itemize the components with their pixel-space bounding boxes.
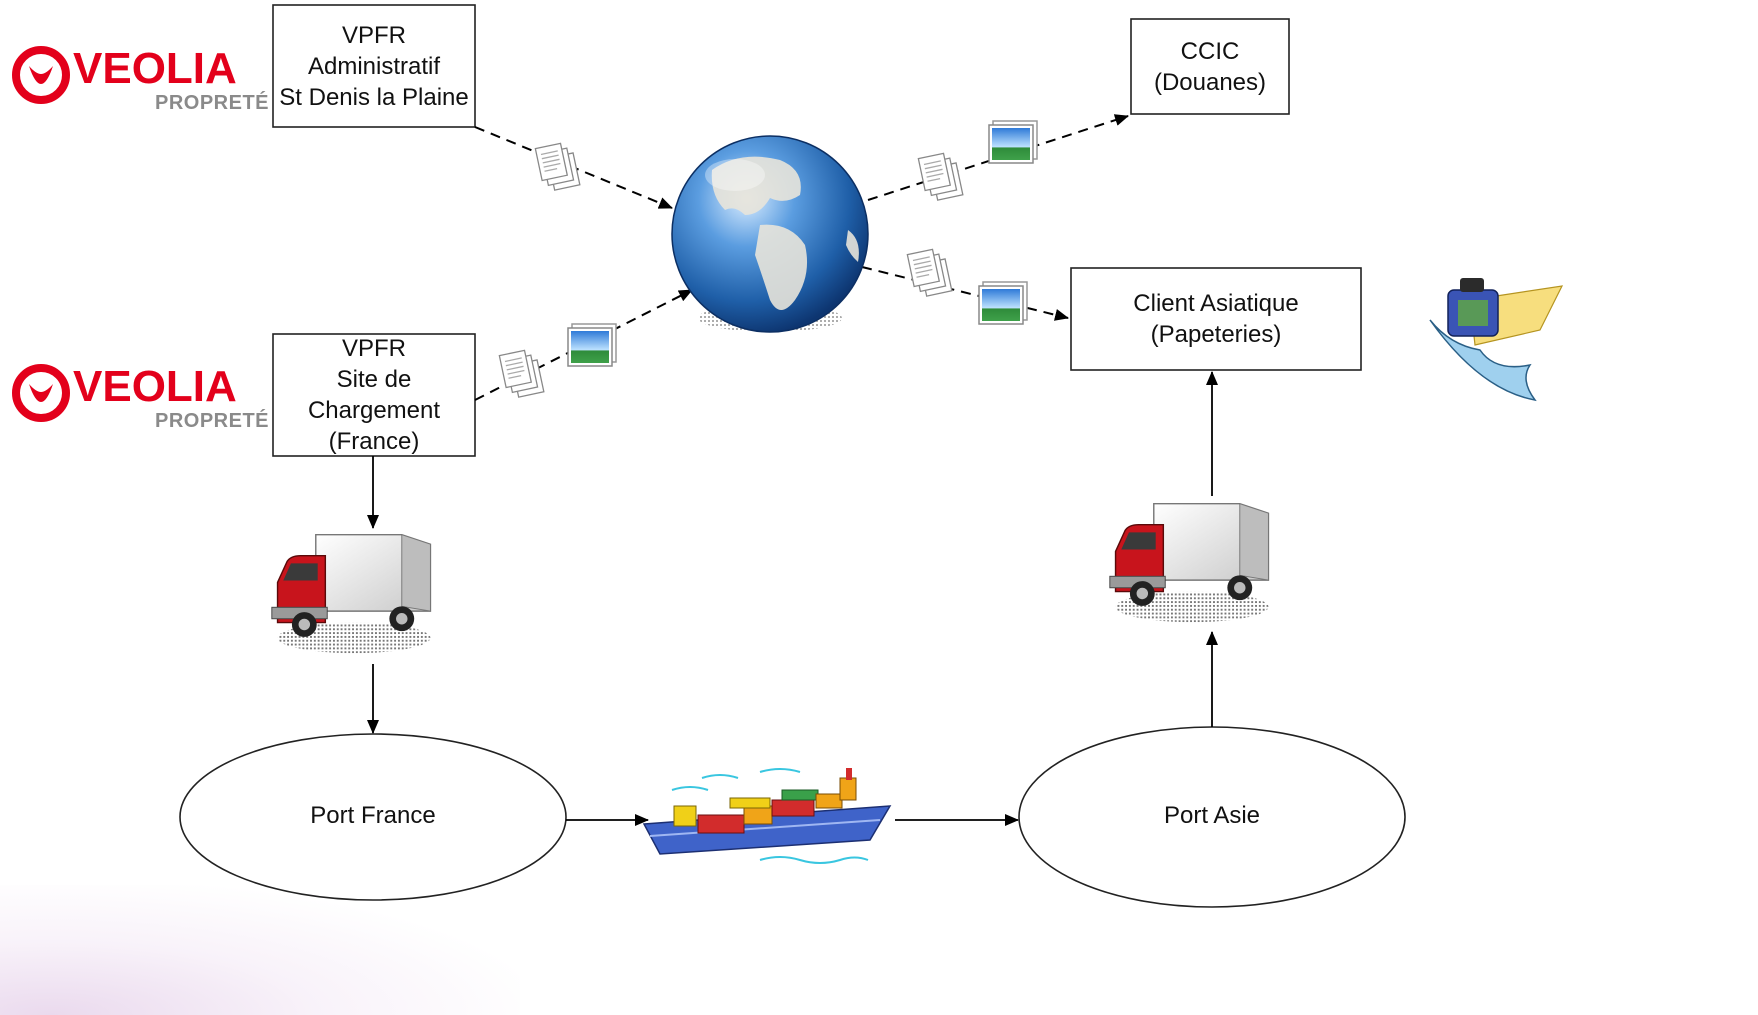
node-admin-label: VPFR Administratif St Denis la Plaine — [273, 5, 475, 127]
document-stack-icon — [906, 246, 953, 300]
photo-icon — [988, 120, 1038, 164]
node-client-box — [1070, 267, 1362, 371]
truck-icon — [271, 533, 432, 654]
photo-icon — [978, 281, 1028, 325]
node-site-line: Chargement — [307, 397, 441, 424]
background-glow — [0, 885, 520, 1015]
veolia-symbol-icon — [12, 364, 70, 422]
truck-icon — [1109, 502, 1270, 623]
logo-wordmark: VEOLIA — [73, 362, 237, 411]
node-admin-line: VPFR — [341, 21, 406, 49]
document-stack-icon — [917, 150, 964, 204]
globe-icon — [671, 135, 869, 333]
node-ccic-box — [1130, 18, 1290, 115]
node-site-label: VPFR Site de Chargement (France) — [273, 334, 475, 456]
document-stack-icon — [534, 140, 581, 194]
node-admin-box — [272, 4, 476, 128]
node-ccic-label: CCIC (Douanes) — [1131, 19, 1289, 114]
document-stack-icon — [498, 347, 545, 401]
veolia-logo: VEOLIA PROPRETÉ — [0, 358, 285, 448]
node-site-box — [272, 333, 476, 457]
node-client-label: Client Asiatique (Papeteries) — [1071, 268, 1361, 370]
node-admin-line: Administratif — [307, 52, 441, 80]
logo-subtitle: PROPRETÉ — [155, 410, 270, 432]
logo-wordmark: VEOLIA — [73, 44, 237, 93]
veolia-symbol-icon — [12, 46, 70, 104]
solid-connectors — [367, 371, 1218, 826]
node-site-line: Site de — [336, 366, 412, 393]
ink-quill-icon — [1429, 278, 1564, 402]
node-client-line: (Papeteries) — [1150, 321, 1282, 348]
node-ccic-line: CCIC — [1180, 37, 1240, 65]
veolia-logo: VEOLIA PROPRETÉ — [0, 40, 285, 130]
node-site-line: VPFR — [341, 335, 406, 362]
node-port-france-label: Port France — [310, 802, 436, 829]
node-ccic-line: (Douanes) — [1153, 68, 1267, 96]
logo-subtitle: PROPRETÉ — [155, 92, 270, 114]
node-client-line: Client Asiatique — [1133, 290, 1299, 317]
cargo-ship-icon — [642, 768, 892, 864]
photo-icon — [567, 323, 617, 367]
node-site-line: (France) — [328, 428, 420, 455]
node-admin-line: St Denis la Plaine — [279, 83, 469, 111]
node-port-asie-label: Port Asie — [1163, 802, 1261, 829]
node-port-france-ellipse — [179, 733, 567, 901]
